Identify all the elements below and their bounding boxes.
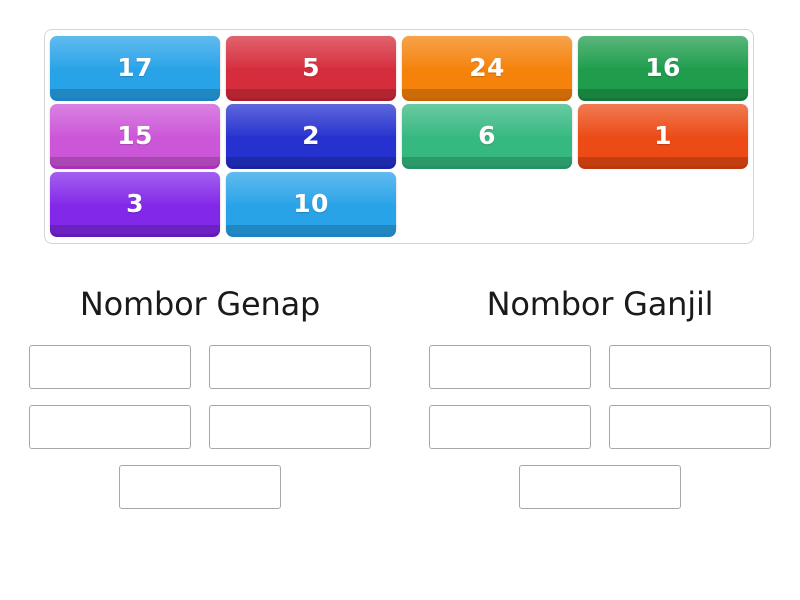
dropzone-odd-3[interactable] (429, 405, 591, 450)
number-tile-15[interactable]: 15 (50, 104, 220, 166)
number-tile-label: 5 (302, 52, 320, 82)
category-columns: Nombor Genap Nombor Ganjil (0, 285, 800, 510)
dropzone-last-row (412, 465, 788, 510)
number-tile-6[interactable]: 6 (402, 104, 572, 166)
dropzone-grid-odd (412, 345, 788, 450)
tile-row: 15 2 6 1 (50, 104, 748, 166)
number-tile-16[interactable]: 16 (578, 36, 748, 98)
number-tile-label: 16 (645, 52, 681, 82)
dropzone-even-3[interactable] (29, 405, 191, 450)
number-tile-2[interactable]: 2 (226, 104, 396, 166)
number-tile-label: 1 (654, 120, 672, 150)
number-tile-label: 3 (126, 188, 144, 218)
number-tile-label: 15 (117, 120, 153, 150)
category-column-even: Nombor Genap (0, 285, 400, 510)
dropzone-odd-1[interactable] (429, 345, 591, 390)
number-tile-17[interactable]: 17 (50, 36, 220, 98)
number-tile-3[interactable]: 3 (50, 172, 220, 234)
draggable-tiles-tray: 17 5 24 16 15 2 6 1 3 10 (44, 29, 754, 244)
tile-rows: 17 5 24 16 15 2 6 1 3 10 (50, 36, 748, 237)
number-tile-label: 10 (293, 188, 329, 218)
dropzone-even-2[interactable] (209, 345, 371, 390)
dropzone-even-1[interactable] (29, 345, 191, 390)
dropzone-grid-even (12, 345, 388, 450)
dropzone-odd-2[interactable] (609, 345, 771, 390)
number-tile-label: 24 (469, 52, 505, 82)
tile-row: 17 5 24 16 (50, 36, 748, 98)
number-tile-label: 2 (302, 120, 320, 150)
dropzone-odd-5[interactable] (519, 465, 681, 510)
category-title-even: Nombor Genap (79, 285, 321, 323)
tile-row: 3 10 (50, 172, 748, 234)
number-tile-1[interactable]: 1 (578, 104, 748, 166)
dropzone-even-5[interactable] (119, 465, 281, 510)
number-tile-label: 17 (117, 52, 153, 82)
tile-empty-slot (402, 172, 572, 234)
number-tile-10[interactable]: 10 (226, 172, 396, 234)
dropzone-even-4[interactable] (209, 405, 371, 450)
number-tile-24[interactable]: 24 (402, 36, 572, 98)
tile-empty-slot (578, 172, 748, 234)
dropzone-last-row (12, 465, 388, 510)
number-tile-label: 6 (478, 120, 496, 150)
number-tile-5[interactable]: 5 (226, 36, 396, 98)
category-title-odd: Nombor Ganjil (486, 285, 714, 323)
category-column-odd: Nombor Ganjil (400, 285, 800, 510)
dropzone-odd-4[interactable] (609, 405, 771, 450)
